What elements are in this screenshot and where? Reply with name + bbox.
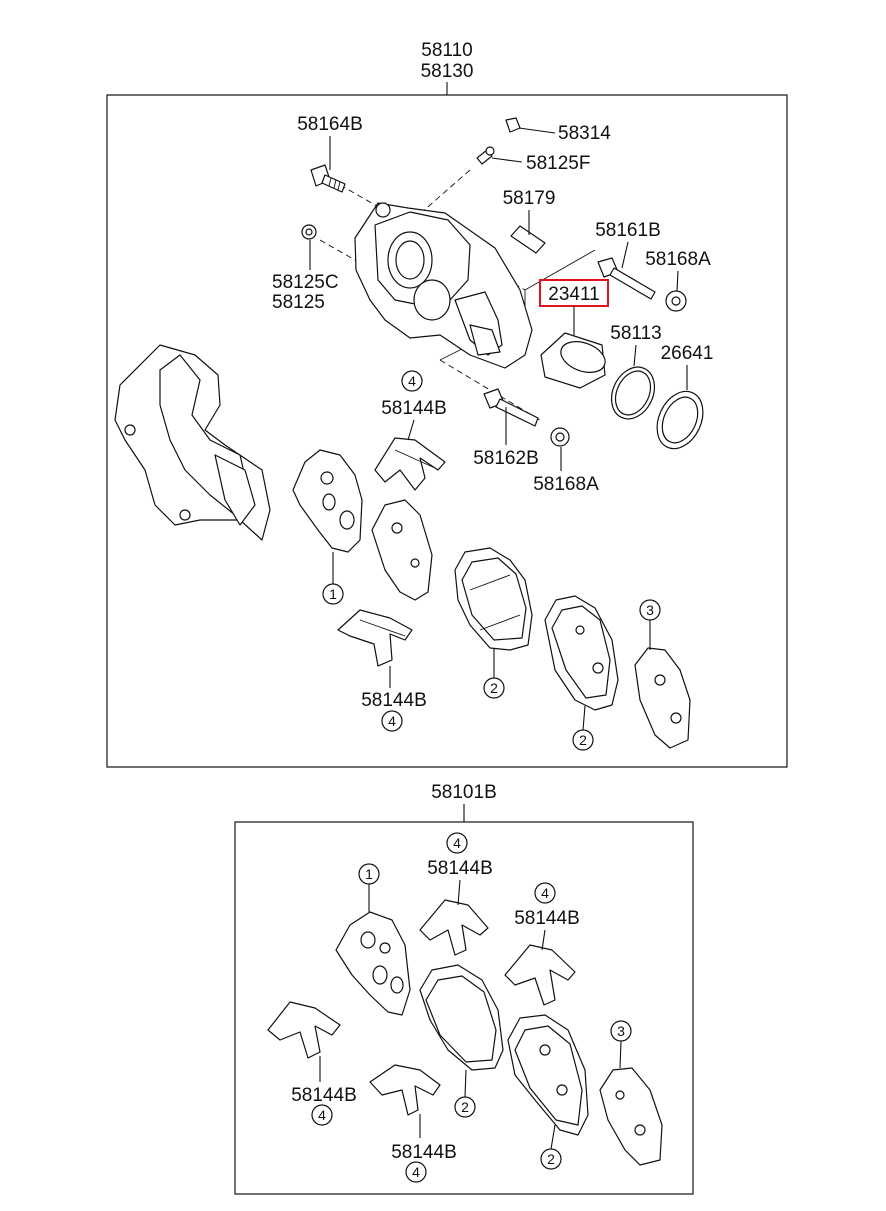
label-58144B-b2[interactable]: 58144B [514, 908, 580, 929]
boot-58168A-top [665, 290, 687, 312]
brake-pad-bottom-a [419, 964, 504, 1071]
svg-text:4: 4 [453, 835, 461, 851]
boot-58168A-bottom [550, 427, 570, 447]
pad-clip-bottom-1 [419, 899, 489, 956]
svg-text:2: 2 [461, 1099, 469, 1115]
caliper-body [354, 202, 533, 369]
label-58125F[interactable]: 58125F [526, 153, 590, 174]
assembly-top-number-1[interactable]: 58110 [421, 40, 472, 61]
pad-clip-58144B-lower [337, 609, 413, 667]
shim-3-bottom [599, 1067, 663, 1166]
callout-2-bottom-b[interactable]: 2 [540, 1148, 562, 1170]
label-58125C[interactable]: 58125C [272, 272, 339, 293]
assembly-top-number-2[interactable]: 58130 [421, 61, 474, 82]
pad-clip-bottom-3 [267, 1001, 341, 1059]
svg-text:3: 3 [646, 602, 654, 618]
brake-pad-bottom-b [507, 1014, 589, 1136]
bolt-58164B [310, 164, 391, 218]
label-58144B-b3[interactable]: 58144B [291, 1085, 357, 1106]
bleeder-cap [505, 117, 521, 133]
callout-2-top-a[interactable]: 2 [483, 677, 505, 699]
svg-text:2: 2 [547, 1151, 555, 1167]
svg-text:4: 4 [408, 373, 416, 389]
brake-pad-a [454, 547, 533, 651]
label-58179[interactable]: 58179 [503, 188, 556, 209]
callout-2-bottom-a[interactable]: 2 [454, 1096, 476, 1118]
callout-4-bottom-d[interactable]: 4 [405, 1161, 427, 1183]
label-26641[interactable]: 26641 [661, 343, 714, 364]
labels-bottom: 58144B 58144B 58144B 58144B [291, 858, 580, 1163]
shim-3 [634, 647, 691, 749]
label-58144B-top[interactable]: 58144B [381, 398, 447, 419]
svg-text:1: 1 [329, 586, 337, 602]
label-58168A-top[interactable]: 58168A [645, 249, 711, 270]
callout-4-top[interactable]: 4 [401, 370, 423, 392]
callout-4-bottom-c[interactable]: 4 [311, 1104, 333, 1126]
callouts-bottom: 4 4 1 2 2 3 [311, 832, 632, 1183]
pad-clip-58144B-upper [374, 437, 446, 491]
pad-clip-bottom-2 [504, 944, 576, 1006]
top-assembly: 58110 58130 [106, 40, 788, 768]
bleeder-screw [476, 146, 495, 165]
bolt-58162B [483, 388, 539, 427]
bolt-58161B [597, 257, 656, 300]
labels-top: 58164B 58314 58125F 58179 58161B 58168A … [272, 114, 713, 711]
callouts-top: 4 1 2 2 3 4 [322, 370, 661, 751]
label-58314[interactable]: 58314 [558, 123, 611, 144]
piston-23411 [540, 332, 606, 389]
callout-3-bottom[interactable]: 3 [610, 1020, 632, 1042]
pad-clip-bottom-4 [369, 1064, 441, 1116]
label-58168A-bottom[interactable]: 58168A [533, 474, 599, 495]
label-58144B-b1[interactable]: 58144B [427, 858, 493, 879]
shim-1 [292, 449, 363, 553]
callout-1-top[interactable]: 1 [322, 583, 344, 605]
label-58164B[interactable]: 58164B [297, 114, 363, 135]
svg-text:2: 2 [579, 732, 587, 748]
callout-4-bottom-a[interactable]: 4 [446, 832, 468, 854]
bottom-assembly: 58101B [234, 782, 694, 1195]
seal-58113 [610, 366, 656, 420]
label-58144B-b4[interactable]: 58144B [391, 1142, 457, 1163]
svg-text:4: 4 [318, 1107, 326, 1123]
svg-text:4: 4 [412, 1164, 420, 1180]
label-58113[interactable]: 58113 [610, 323, 661, 344]
svg-text:2: 2 [490, 680, 498, 696]
svg-text:4: 4 [541, 885, 549, 901]
label-23411[interactable]: 23411 [548, 284, 599, 305]
assembly-bottom-number[interactable]: 58101B [431, 782, 497, 803]
svg-text:1: 1 [365, 866, 373, 882]
assembly-top-frame [106, 94, 788, 768]
boot-26641 [656, 390, 704, 450]
shim-left [371, 499, 433, 601]
svg-text:3: 3 [617, 1023, 625, 1039]
shim-1-bottom [335, 911, 411, 1016]
label-58125[interactable]: 58125 [272, 292, 325, 313]
caliper-bracket [114, 344, 271, 541]
label-58144B-mid[interactable]: 58144B [361, 690, 427, 711]
callout-1-bottom[interactable]: 1 [358, 863, 380, 885]
label-58161B[interactable]: 58161B [595, 220, 661, 241]
brake-pad-b [544, 595, 619, 711]
label-58162B[interactable]: 58162B [473, 448, 539, 469]
callout-3-top[interactable]: 3 [639, 599, 661, 621]
callout-2-top-b[interactable]: 2 [572, 729, 594, 751]
assembly-bottom-frame [234, 821, 694, 1195]
washer-58125C [301, 224, 317, 240]
callout-4-mid[interactable]: 4 [381, 710, 403, 732]
svg-text:4: 4 [388, 713, 396, 729]
pin-58179 [510, 225, 546, 254]
callout-4-bottom-b[interactable]: 4 [534, 882, 556, 904]
